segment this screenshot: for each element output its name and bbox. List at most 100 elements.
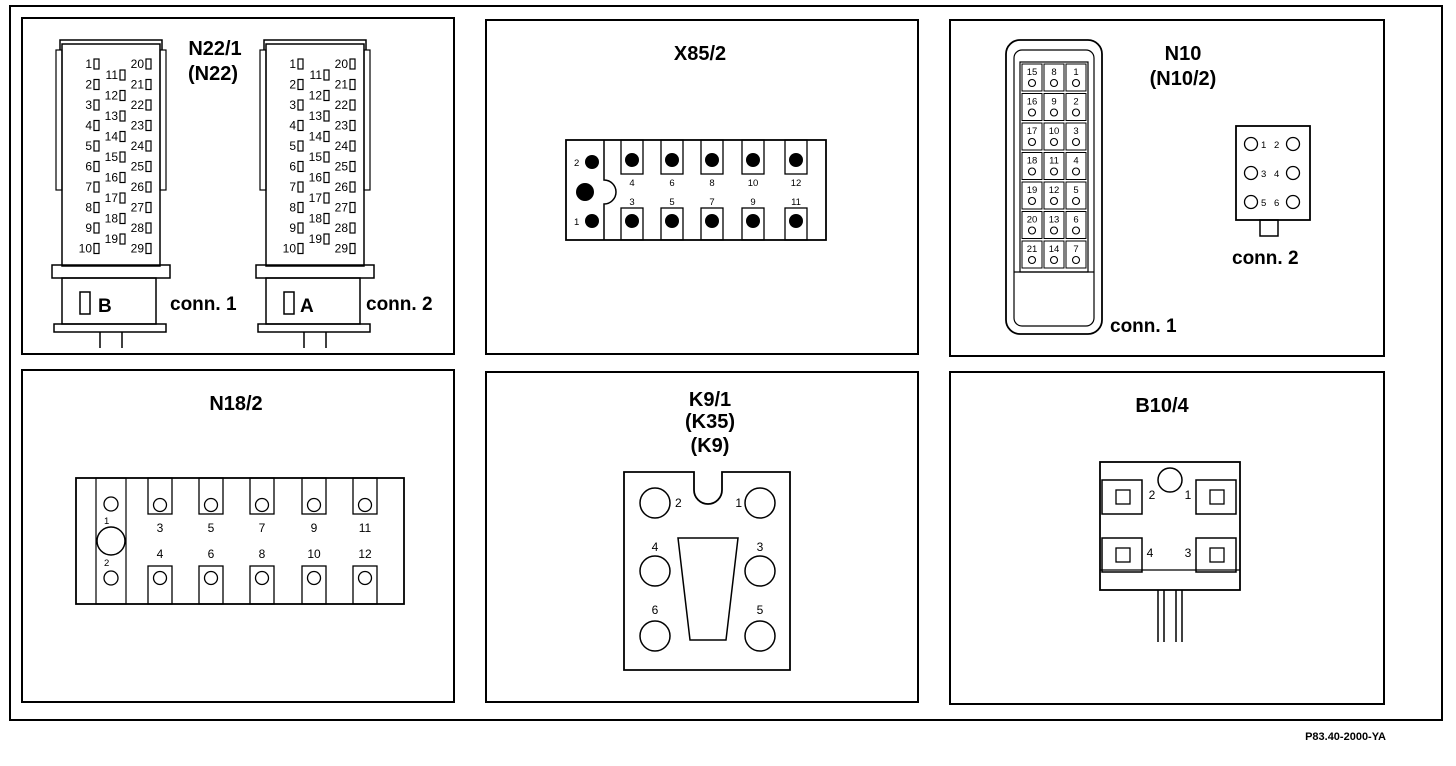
n22-pin-slot bbox=[93, 222, 100, 234]
n22-pin-slot bbox=[145, 222, 152, 234]
x85-bottom-cavity bbox=[700, 207, 724, 241]
n10-grid-pin-label: 18 bbox=[1027, 156, 1038, 167]
n10-grid-pin-label: 14 bbox=[1049, 244, 1060, 255]
n22-pin-label: 28 bbox=[131, 221, 145, 235]
n10-grid-pin-hole bbox=[1071, 167, 1081, 176]
n22-pin-slot bbox=[323, 233, 330, 245]
panel-k9-title-line3: (K9) bbox=[691, 435, 730, 457]
b10-pin-contact bbox=[1115, 489, 1131, 505]
n22-pin-slot bbox=[349, 201, 356, 214]
n10-conn2-pin-hole bbox=[1243, 165, 1259, 181]
n22-pin-label: 15 bbox=[105, 150, 119, 164]
n18-bottom-pin-hole bbox=[152, 570, 168, 586]
n22-pin-slot bbox=[323, 212, 330, 225]
n10-grid-cell bbox=[1043, 152, 1065, 180]
n22-pin-label: 29 bbox=[335, 242, 349, 256]
n18-bottom-pin-hole bbox=[306, 570, 322, 586]
n22-pin-slot bbox=[119, 130, 126, 143]
x85-top-pin-label: 6 bbox=[669, 178, 674, 189]
n22-pin-slot bbox=[297, 222, 304, 234]
n10-conn2-pin-label: 3 bbox=[1261, 169, 1266, 180]
n10-grid-pin-hole bbox=[1071, 196, 1081, 206]
n18-side-pin-1: 1 bbox=[104, 516, 109, 527]
n10-grid-pin-label: 3 bbox=[1073, 126, 1078, 137]
x85-top-cavity bbox=[660, 139, 684, 175]
n10-grid-pin-label: 1 bbox=[1073, 67, 1078, 78]
n22-pin-label: 1 bbox=[289, 57, 296, 71]
n10-conn1-inner bbox=[1013, 49, 1095, 327]
panel-n18-frame bbox=[21, 369, 455, 703]
n10-grid-cell bbox=[1021, 93, 1043, 121]
n22-pin-label: 14 bbox=[105, 130, 119, 144]
n10-grid-cell bbox=[1043, 211, 1065, 239]
n22-conn2-label: conn. 2 bbox=[366, 294, 433, 315]
k9-pin-label: 5 bbox=[757, 603, 764, 617]
x85-pin-1-hole bbox=[585, 214, 599, 228]
x85-top-pin-label: 10 bbox=[748, 178, 759, 189]
n22-pin-label: 6 bbox=[85, 160, 92, 174]
n10-grid-pin-label: 21 bbox=[1027, 244, 1038, 255]
n18-bottom-pin-hole bbox=[254, 570, 270, 586]
x85-connector-body bbox=[565, 139, 827, 241]
n22-pin-slot bbox=[323, 110, 330, 122]
panel-k9-title-line1: K9/1 bbox=[689, 389, 731, 411]
n10-grid-cell bbox=[1043, 63, 1065, 92]
n10-grid-cell bbox=[1021, 152, 1043, 180]
n22-pin-slot bbox=[119, 151, 126, 163]
n10-conn2-pin-hole bbox=[1243, 136, 1259, 152]
n22-pin-label: 5 bbox=[289, 139, 296, 153]
k9-pin-label: 2 bbox=[675, 496, 682, 510]
x85-top-pin-hole bbox=[746, 153, 760, 167]
n22-pin-slot bbox=[119, 110, 126, 122]
n10-grid-cell bbox=[1065, 152, 1087, 180]
n22-pin-label: 18 bbox=[309, 212, 323, 226]
n22-pin-label: 21 bbox=[335, 78, 349, 92]
n22-pin-label: 27 bbox=[335, 201, 349, 215]
n18-bottom-pin-label: 10 bbox=[307, 547, 321, 561]
panel-x85-title: X85/2 bbox=[674, 43, 726, 65]
n22-conn2-pins: 1234567891011121314151617181920212223242… bbox=[283, 57, 356, 256]
n22-pin-label: 23 bbox=[131, 119, 145, 133]
n22-pin-slot bbox=[323, 130, 330, 143]
n22-pin-label: 8 bbox=[289, 201, 296, 215]
x85-bottom-pin-hole bbox=[789, 214, 803, 228]
n10-conn2-pin-hole bbox=[1243, 194, 1259, 210]
n22-pin-label: 3 bbox=[289, 98, 296, 112]
x85-bottom-pin-label: 9 bbox=[750, 197, 755, 208]
panel-n10-frame bbox=[949, 19, 1385, 357]
n18-bottom-pin-label: 12 bbox=[358, 547, 372, 561]
k9-pin-hole bbox=[639, 620, 671, 652]
n22-pin-label: 17 bbox=[105, 191, 119, 205]
n22-pin-label: 5 bbox=[85, 139, 92, 153]
n18-top-pin-hole bbox=[203, 497, 219, 513]
k9-pin-hole bbox=[744, 555, 776, 587]
n10-grid-pin-label: 2 bbox=[1073, 97, 1078, 108]
n22-pin-slot bbox=[349, 242, 356, 255]
n22-conn1-letter: B bbox=[98, 296, 112, 317]
n22-connector-1: B bbox=[51, 39, 171, 348]
n22-pin-label: 13 bbox=[309, 109, 323, 123]
x85-bottom-cavity bbox=[620, 207, 644, 241]
n18-top-pin-label: 9 bbox=[311, 521, 318, 535]
n22-pin-label: 26 bbox=[131, 180, 145, 194]
n10-grid-pin-hole bbox=[1049, 137, 1059, 147]
n22-pin-label: 12 bbox=[309, 89, 323, 103]
n18-top-pin-label: 7 bbox=[259, 521, 266, 535]
n22-conn1-pins: 1234567891011121314151617181920212223242… bbox=[79, 57, 152, 256]
n22-connector-2: A bbox=[255, 39, 375, 348]
k9-pin-label: 4 bbox=[652, 540, 659, 554]
b10-pin-contact bbox=[1209, 489, 1225, 505]
panel-k9-title-line2: (K35) bbox=[685, 411, 735, 433]
n22-pin-slot bbox=[323, 69, 330, 81]
n22-pin-slot bbox=[93, 78, 100, 91]
n18-top-cavity bbox=[198, 477, 224, 515]
n10-grid-cell bbox=[1065, 211, 1087, 239]
n22-pin-slot bbox=[323, 151, 330, 163]
n10-grid-cell bbox=[1065, 122, 1087, 151]
n18-bottom-pin-label: 8 bbox=[259, 547, 266, 561]
